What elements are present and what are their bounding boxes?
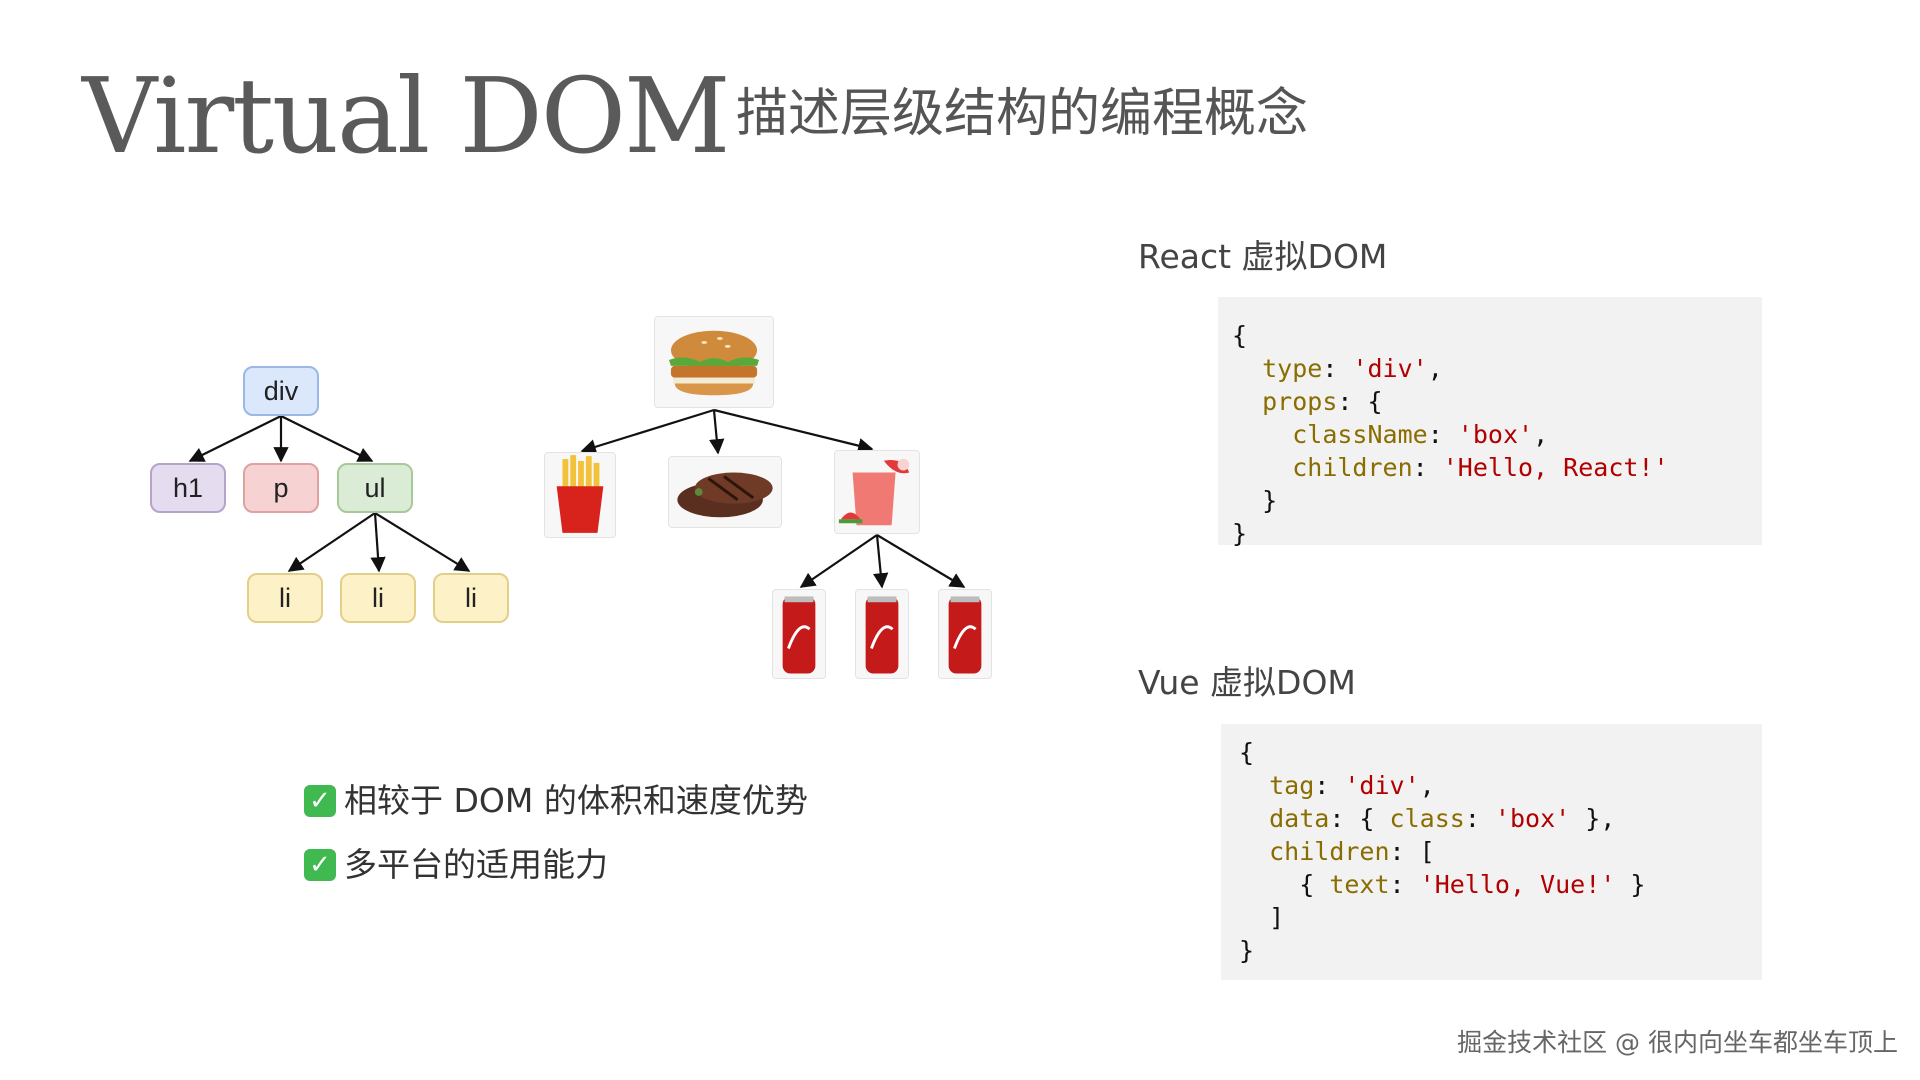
tree-node-li: li — [340, 573, 416, 623]
page-title: Virtual DOM — [82, 55, 730, 177]
burger-icon — [654, 316, 774, 408]
tree-node-h1: h1 — [150, 463, 226, 513]
benefit-item: ✓ 多平台的适用能力 — [304, 848, 608, 881]
tree-node-li: li — [433, 573, 509, 623]
tree-node-div: div — [243, 366, 319, 416]
cola-can-icon — [938, 589, 992, 679]
vue-vdom-label: Vue 虚拟DOM — [1138, 663, 1356, 702]
cola-can-icon — [855, 589, 909, 679]
react-vdom-label: React 虚拟DOM — [1138, 237, 1388, 276]
steak-icon — [668, 456, 782, 528]
check-icon: ✓ — [304, 784, 336, 817]
vue-code-block: { tag: 'div', data: { class: 'box' }, ch… — [1221, 724, 1762, 980]
tree-node-p: p — [243, 463, 319, 513]
cola-can-icon — [772, 589, 826, 679]
react-code-block: { type: 'div', props: { className: 'box'… — [1218, 297, 1762, 548]
fries-icon — [544, 452, 616, 538]
drink-icon — [834, 450, 920, 534]
tree-node-li: li — [247, 573, 323, 623]
watermark: 掘金技术社区 @ 很内向坐车都坐车顶上 — [1457, 1028, 1898, 1057]
tree-node-ul: ul — [337, 463, 413, 513]
benefit-item: ✓ 相较于 DOM 的体积和速度优势 — [304, 784, 808, 817]
check-icon: ✓ — [304, 848, 336, 881]
page-subtitle: 描述层级结构的编程概念 — [736, 84, 1309, 144]
